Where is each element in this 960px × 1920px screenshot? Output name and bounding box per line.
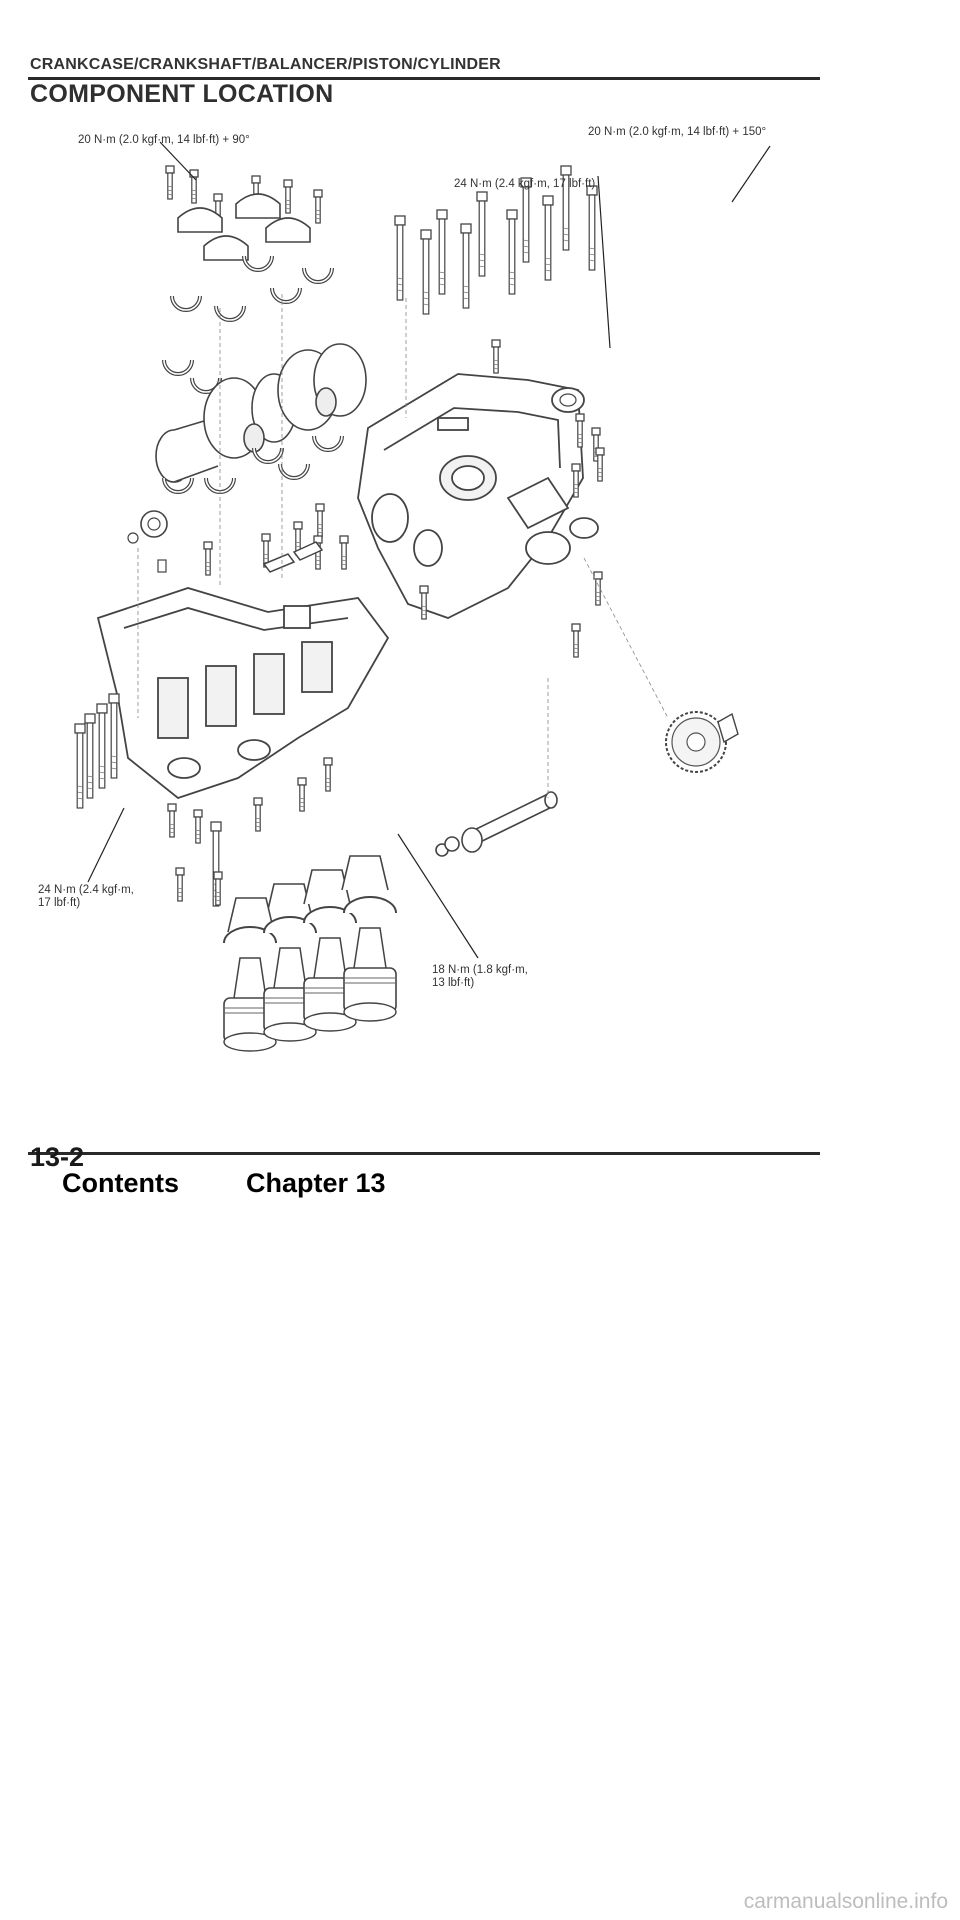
exploded-view-diagram: 20 N·m (2.0 kgf·m, 14 lbf·ft) + 90° 20 N… [28, 118, 848, 1118]
torque-callout-crankcase-bolts-text: 24 N·m (2.4 kgf·m, 17 lbf·ft) [454, 178, 596, 190]
chapter-link[interactable]: Chapter 13 [246, 1168, 386, 1198]
page-title: COMPONENT LOCATION [30, 80, 334, 108]
torque-callout-bottom-center-line2: 13 lbf·ft) [432, 977, 475, 989]
torque-callout-bottom-center-line1: 18 N·m (1.8 kgf·m, [432, 964, 528, 976]
torque-callout-lower-left-line1: 24 N·m (2.4 kgf·m, [38, 884, 134, 896]
exploded-view-drawing [74, 141, 771, 1052]
torque-callout-bottom-center: 18 N·m (1.8 kgf·m, 13 lbf·ft) [432, 964, 528, 990]
contents-link[interactable]: Contents [62, 1168, 179, 1198]
torque-callout-top-right: 20 N·m (2.0 kgf·m, 14 lbf·ft) + 150° [588, 126, 767, 138]
section-header: CRANKCASE/CRANKSHAFT/BALANCER/PISTON/CYL… [30, 56, 501, 73]
page-number: 13-2 [30, 1142, 85, 1172]
header-rule [28, 77, 820, 80]
torque-callout-lower-left-line2: 17 lbf·ft) [38, 897, 81, 909]
footer-rule [28, 1152, 820, 1155]
torque-callout-crankcase-bolts: 24 N·m (2.4 kgf·m, 17 lbf·ft) [454, 178, 595, 191]
torque-callout-top-left: 20 N·m (2.0 kgf·m, 14 lbf·ft) + 90° [78, 134, 250, 146]
torque-callout-lower-left: 24 N·m (2.4 kgf·m, 17 lbf·ft) [38, 884, 134, 910]
site-watermark: carmanualsonline.info [743, 1890, 948, 1913]
